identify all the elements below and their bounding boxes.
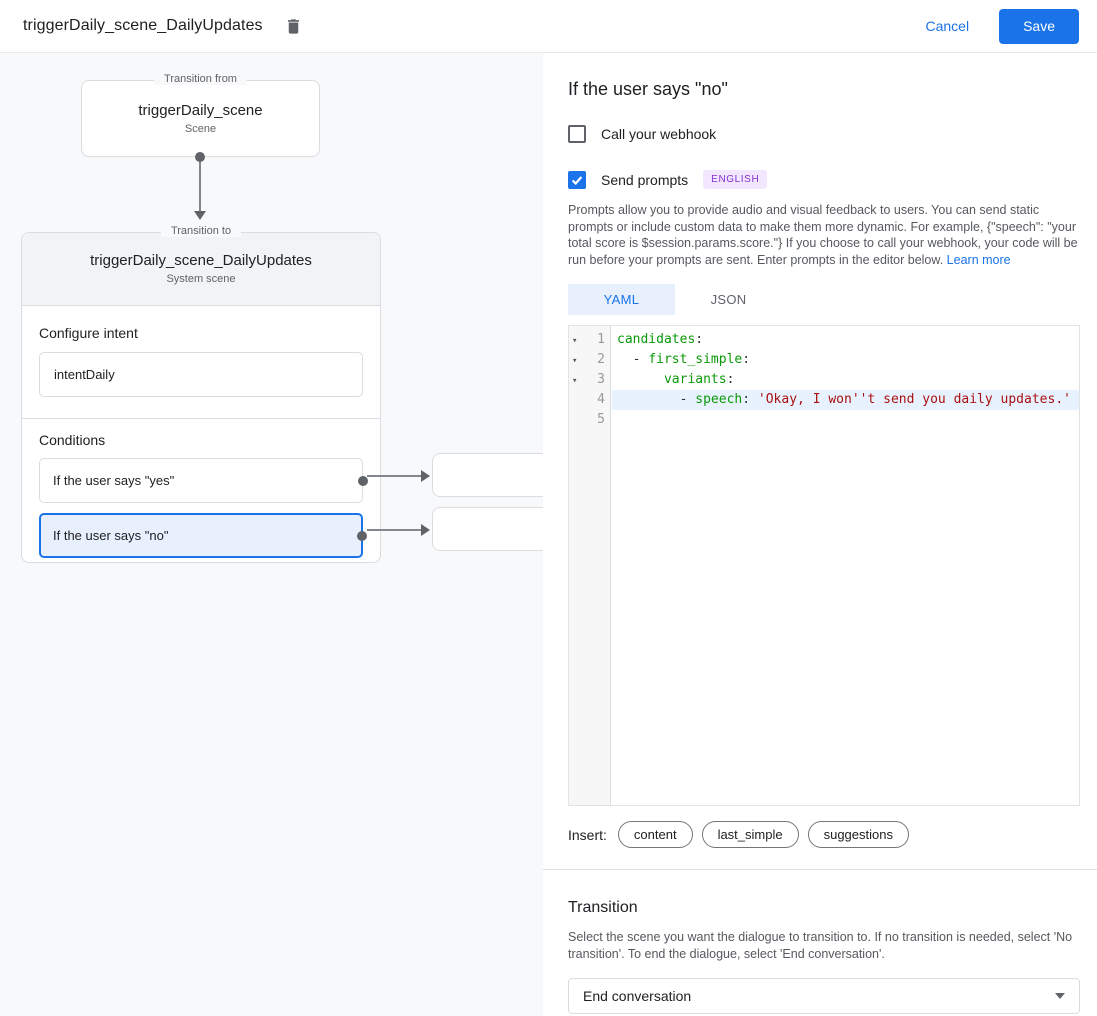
conditions-label: Conditions bbox=[39, 432, 106, 448]
to-scene-type: System scene bbox=[166, 273, 236, 285]
page-title: triggerDaily_scene_DailyUpdates bbox=[23, 17, 263, 34]
condition-arrow-line bbox=[367, 475, 421, 477]
line-number: ▾3 bbox=[569, 370, 612, 390]
from-scene-name: triggerDaily_scene bbox=[138, 102, 263, 119]
save-button[interactable]: Save bbox=[999, 8, 1079, 44]
transition-to-card[interactable]: Transition to triggerDaily_scene_DailyUp… bbox=[21, 225, 381, 563]
check-icon bbox=[571, 175, 583, 185]
editor-gutter bbox=[569, 326, 611, 805]
prompts-description: Prompts allow you to provide audio and v… bbox=[568, 203, 1078, 267]
send-prompts-row: Send prompts ENGLISH bbox=[568, 170, 1080, 189]
transition-from-box[interactable]: Transition from triggerDaily_scene Scene bbox=[81, 73, 320, 157]
code-line[interactable]: 4 - speech: 'Okay, I won''t send you dai… bbox=[569, 390, 1079, 410]
connector-dot bbox=[195, 152, 205, 162]
insert-chip-last_simple[interactable]: last_simple bbox=[701, 821, 799, 848]
arrow-right-icon bbox=[421, 470, 430, 482]
condition-arrow-line bbox=[367, 529, 421, 531]
section-divider bbox=[543, 869, 1097, 870]
to-scene-header: triggerDaily_scene_DailyUpdates System s… bbox=[22, 233, 380, 306]
top-bar: triggerDaily_scene_DailyUpdates Cancel S… bbox=[0, 0, 1097, 53]
insert-chip-suggestions[interactable]: suggestions bbox=[807, 821, 909, 848]
insert-chip-content[interactable]: content bbox=[617, 821, 693, 848]
webhook-label: Call your webhook bbox=[601, 126, 717, 142]
send-prompts-checkbox[interactable] bbox=[568, 170, 586, 189]
card-divider bbox=[22, 418, 380, 419]
connector-dot bbox=[358, 475, 368, 486]
intent-item[interactable]: intentDaily bbox=[39, 352, 363, 397]
delete-scene-button[interactable] bbox=[283, 15, 305, 37]
line-number: 5 bbox=[597, 412, 605, 427]
transition-description: Select the scene you want the dialogue t… bbox=[568, 930, 1073, 961]
condition-item-label: If the user says "yes" bbox=[53, 473, 175, 488]
condition-detail-panel: If the user says "no" Call your webhook … bbox=[543, 53, 1097, 1016]
insert-chips: content last_simple suggestions bbox=[617, 821, 909, 848]
scene-diagram-panel: Transition from triggerDaily_scene Scene… bbox=[0, 53, 543, 1016]
transition-to-legend: Transition to bbox=[160, 225, 242, 237]
fold-arrow-icon[interactable]: ▾ bbox=[572, 356, 578, 366]
language-badge: ENGLISH bbox=[703, 170, 768, 189]
dropdown-caret-icon bbox=[1055, 993, 1065, 999]
transition-from-legend: Transition from bbox=[154, 73, 247, 85]
editor-format-tabs: YAML JSON bbox=[568, 284, 1080, 315]
cancel-button[interactable]: Cancel bbox=[925, 18, 970, 34]
fold-arrow-icon[interactable]: ▾ bbox=[572, 376, 578, 386]
fold-arrow-icon[interactable]: ▾ bbox=[572, 336, 578, 346]
next-scene-box[interactable] bbox=[432, 507, 543, 551]
connector-line bbox=[199, 157, 201, 211]
to-scene-name: triggerDaily_scene_DailyUpdates bbox=[90, 252, 312, 269]
line-number: ▾1 bbox=[569, 330, 612, 350]
send-prompts-label: Send prompts bbox=[601, 171, 689, 188]
insert-label: Insert: bbox=[568, 826, 607, 843]
code-line[interactable]: 5 bbox=[569, 410, 1079, 430]
next-scene-box[interactable] bbox=[432, 453, 543, 497]
conditions-list: If the user says "yes" If the user says "… bbox=[39, 458, 368, 558]
learn-more-link[interactable]: Learn more bbox=[946, 252, 1011, 267]
transition-title: Transition bbox=[568, 899, 638, 916]
arrow-down-icon bbox=[194, 211, 206, 220]
condition-item-label: If the user says "no" bbox=[53, 528, 169, 543]
code-line[interactable]: ▾3 variants: bbox=[569, 370, 1079, 390]
code-line[interactable]: ▾2 - first_simple: bbox=[569, 350, 1079, 370]
condition-title: If the user says "no" bbox=[568, 79, 728, 99]
webhook-row: Call your webhook bbox=[568, 125, 1080, 143]
configure-intent-label: Configure intent bbox=[39, 325, 138, 341]
condition-item[interactable]: If the user says "yes" bbox=[39, 458, 368, 503]
from-scene-type: Scene bbox=[184, 123, 217, 135]
trash-icon bbox=[284, 17, 303, 36]
arrow-right-icon bbox=[421, 524, 430, 536]
webhook-checkbox[interactable] bbox=[568, 125, 586, 143]
insert-row: Insert: content last_simple suggestions bbox=[568, 821, 1080, 848]
transition-selected-value: End conversation bbox=[583, 988, 692, 1004]
line-number: 4 bbox=[597, 392, 605, 407]
line-number: ▾2 bbox=[569, 350, 612, 370]
tab-yaml[interactable]: YAML bbox=[568, 284, 675, 315]
connector-dot bbox=[357, 530, 367, 541]
condition-item[interactable]: If the user says "no" bbox=[39, 513, 367, 558]
transition-select[interactable]: End conversation bbox=[568, 978, 1080, 1014]
tab-json[interactable]: JSON bbox=[710, 292, 747, 307]
